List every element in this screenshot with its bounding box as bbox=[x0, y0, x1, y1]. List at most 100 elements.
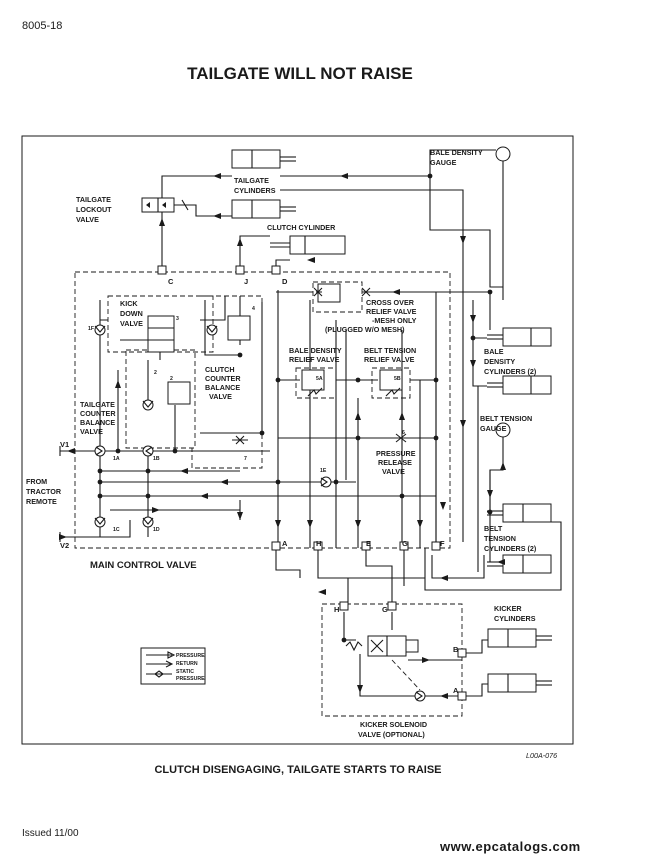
label-bt-cyl-2: TENSION bbox=[484, 534, 516, 543]
kicker-cylinder-upper bbox=[487, 628, 552, 648]
label-lockout-2: LOCKOUT bbox=[76, 205, 112, 214]
port-g: G bbox=[402, 539, 408, 548]
label-bale-density-gauge-2: GAUGE bbox=[430, 158, 457, 167]
component-labels: BALE DENSITY GAUGE TAILGATE CYLINDERS TA… bbox=[26, 148, 537, 739]
label-clutch-cb-4: VALVE bbox=[209, 392, 232, 401]
label-cross-over-1: CROSS OVER bbox=[366, 298, 415, 307]
legend-static-2: PRESSURE bbox=[176, 676, 205, 682]
relief-5b-boundary bbox=[371, 367, 411, 399]
figure-id: L00A-076 bbox=[526, 751, 557, 760]
label-tailgate-cylinders-1: TAILGATE bbox=[234, 176, 269, 185]
node-1d: 1D bbox=[153, 527, 160, 533]
legend-box bbox=[140, 647, 206, 685]
port-g2: G bbox=[382, 605, 388, 614]
port-a2: A bbox=[453, 686, 459, 695]
label-from-2: TRACTOR bbox=[26, 487, 62, 496]
legend: PRESSURE RETURN STATIC PRESSURE bbox=[140, 647, 206, 685]
valve-symbols bbox=[94, 283, 426, 702]
main-control-valve-boundary bbox=[74, 271, 451, 549]
bale-density-gauge-icon bbox=[495, 146, 511, 162]
label-tailgate-cylinders-2: CYLINDERS bbox=[234, 186, 276, 195]
node-1f: 1F bbox=[88, 326, 94, 332]
label-bt-gauge-1: BELT TENSION bbox=[480, 414, 532, 423]
node-5b: 5B bbox=[394, 376, 401, 382]
label-cross-over-4: (PLUGGED W/O MESH) bbox=[325, 325, 405, 334]
legend-static-1: STATIC bbox=[176, 669, 194, 675]
port-h: H bbox=[316, 539, 321, 548]
label-kicker-sol-1: KICKER SOLENOID bbox=[360, 720, 427, 729]
node-4: 4 bbox=[252, 306, 255, 312]
belt-tension-cylinder-lower bbox=[487, 554, 552, 574]
label-tg-cb-2: COUNTER bbox=[80, 409, 116, 418]
label-from-3: REMOTE bbox=[26, 497, 57, 506]
port-e: E bbox=[366, 539, 371, 548]
label-bd-relief-2: RELIEF VALVE bbox=[289, 355, 340, 364]
node-5a: 5A bbox=[316, 376, 323, 382]
node-7: 7 bbox=[244, 456, 247, 462]
node-1a: 1A bbox=[113, 456, 120, 462]
kick-down-valve-boundary bbox=[107, 295, 214, 353]
page-title: TAILGATE WILL NOT RAISE bbox=[187, 64, 413, 83]
legend-return: RETURN bbox=[176, 661, 198, 667]
watermark: www.epcatalogs.com bbox=[440, 839, 581, 854]
diagram-frame bbox=[21, 135, 574, 745]
kicker-solenoid-boundary bbox=[321, 603, 463, 717]
label-bt-cyl-3: CYLINDERS (2) bbox=[484, 544, 537, 553]
kicker-cylinder-lower bbox=[487, 673, 552, 693]
port-connectors bbox=[59, 265, 467, 701]
label-bd-cyl-2: DENSITY bbox=[484, 357, 515, 366]
label-pr-3: VALVE bbox=[382, 467, 405, 476]
tailgate-cylinder-upper bbox=[231, 149, 296, 169]
clutch-cylinder bbox=[270, 235, 346, 255]
label-lockout-3: VALVE bbox=[76, 215, 99, 224]
node-6: 6 bbox=[402, 430, 405, 436]
label-clutch-cb-1: CLUTCH bbox=[205, 365, 235, 374]
clutch-valve-boundary bbox=[191, 295, 263, 469]
issued-date: Issued 11/00 bbox=[22, 828, 79, 839]
port-d: D bbox=[282, 277, 288, 286]
junction-dots bbox=[97, 173, 493, 643]
figure-caption: CLUTCH DISENGAGING, TAILGATE STARTS TO R… bbox=[154, 764, 442, 776]
node-2a: 2 bbox=[154, 370, 157, 376]
label-bt-relief-1: BELT TENSION bbox=[364, 346, 416, 355]
bale-density-cylinder-upper bbox=[487, 327, 552, 347]
label-pr-1: PRESSURE bbox=[376, 449, 416, 458]
label-bd-relief-1: BALE DENSITY bbox=[289, 346, 342, 355]
label-tg-cb-1: TAILGATE bbox=[80, 400, 115, 409]
port-a: A bbox=[282, 539, 288, 548]
label-kick-down-1: KICK bbox=[120, 299, 138, 308]
node-1e: 1E bbox=[320, 468, 327, 474]
port-c: C bbox=[168, 277, 174, 286]
label-kick-down-3: VALVE bbox=[120, 319, 143, 328]
label-bt-relief-2: RELIEF VALVE bbox=[364, 355, 415, 364]
label-clutch-cb-2: COUNTER bbox=[205, 374, 241, 383]
label-kicker-cyl-1: KICKER bbox=[494, 604, 522, 613]
port-labels: C J D A H E G F H G B A V1 V2 1A 1B 1C 1… bbox=[60, 277, 459, 695]
label-tg-cb-3: BALANCE bbox=[80, 418, 115, 427]
belt-tension-cylinder-upper bbox=[487, 503, 552, 523]
label-lockout-1: TAILGATE bbox=[76, 195, 111, 204]
label-kick-down-2: DOWN bbox=[120, 309, 143, 318]
node-2b: 2 bbox=[170, 376, 173, 382]
label-cross-over-3: -MESH ONLY bbox=[372, 316, 417, 325]
legend-pressure: PRESSURE bbox=[176, 653, 205, 659]
port-v1: V1 bbox=[60, 440, 69, 449]
label-from-1: FROM bbox=[26, 477, 47, 486]
label-pr-2: RELEASE bbox=[378, 458, 412, 467]
label-kicker-cyl-2: CYLINDERS bbox=[494, 614, 536, 623]
label-bt-cyl-1: BELT bbox=[484, 524, 503, 533]
label-tg-cb-4: VALVE bbox=[80, 427, 103, 436]
label-bt-gauge-2: GAUGE bbox=[480, 424, 507, 433]
port-j: J bbox=[244, 277, 248, 286]
label-cross-over-2: RELIEF VALVE bbox=[366, 307, 417, 316]
bale-density-cylinder-lower bbox=[487, 375, 552, 395]
tailgate-cylinder-lower bbox=[231, 199, 296, 219]
label-bd-cyl-1: BALE bbox=[484, 347, 504, 356]
page-number: 8005-18 bbox=[22, 20, 63, 32]
relief-5a-boundary bbox=[295, 367, 337, 399]
label-kicker-sol-2: VALVE (OPTIONAL) bbox=[358, 730, 425, 739]
label-clutch-cylinder: CLUTCH CYLINDER bbox=[267, 223, 336, 232]
label-clutch-cb-3: BALANCE bbox=[205, 383, 240, 392]
label-bd-cyl-3: CYLINDERS (2) bbox=[484, 367, 537, 376]
